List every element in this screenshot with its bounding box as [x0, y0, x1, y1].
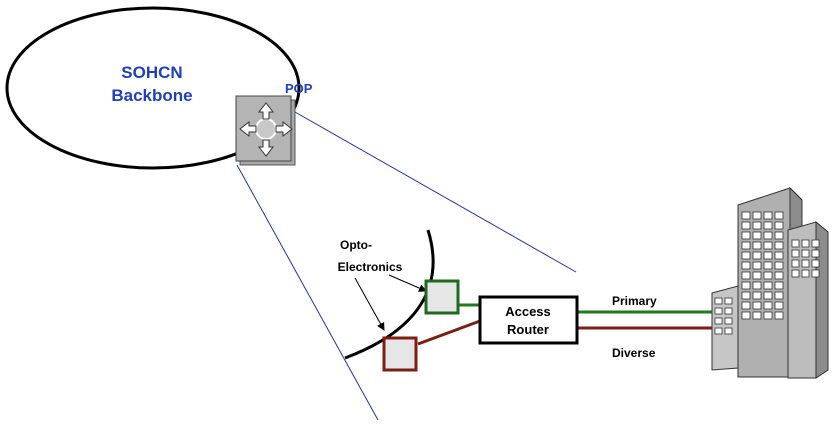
- backbone-label-line2: Backbone: [111, 86, 192, 105]
- pop-fan-line-lower: [236, 164, 379, 421]
- backbone-cloud: [5, 6, 301, 170]
- opto-box-red: [382, 336, 418, 372]
- opto-label-line2: Electronics: [338, 260, 403, 274]
- pop-fan-line-upper: [294, 111, 577, 273]
- opto-label-line1: Opto-: [340, 238, 372, 252]
- backbone-label-line1: SOHCN: [121, 63, 182, 82]
- pop-router-icon: [235, 95, 296, 166]
- access-router-label-line2: Router: [507, 322, 549, 337]
- diverse-label: Diverse: [612, 346, 656, 360]
- opto-arrow-upper: [388, 274, 427, 292]
- red-link-opto-to-router: [417, 319, 481, 346]
- fiber-curve: [344, 229, 435, 360]
- pop-label: POP: [285, 81, 313, 96]
- access-router-label-line1: Access: [505, 304, 551, 319]
- opto-box-green: [424, 279, 460, 315]
- primary-label: Primary: [612, 294, 657, 308]
- access-router-box: [478, 295, 579, 345]
- opto-arrow-lower: [354, 277, 385, 331]
- office-building-icon: [711, 186, 829, 379]
